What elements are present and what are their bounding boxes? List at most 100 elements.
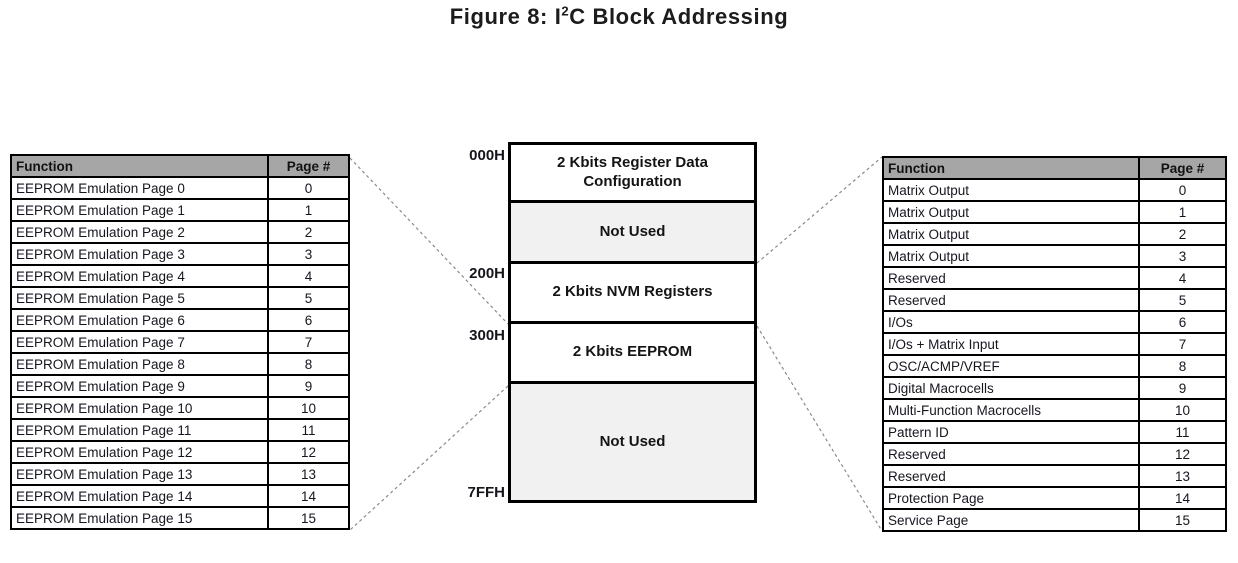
function-cell: EEPROM Emulation Page 13 — [10, 462, 269, 486]
function-cell: Matrix Output — [882, 200, 1140, 224]
page-number-column-header: Page # — [267, 154, 350, 178]
function-cell: Reserved — [882, 442, 1140, 466]
memory-block-nvm-registers: 2 Kbits NVM Registers — [511, 264, 754, 324]
function-cell: Pattern ID — [882, 420, 1140, 444]
table-header-row: Function Page # — [882, 156, 1227, 180]
page-number-cell: 2 — [267, 220, 350, 244]
function-column-header: Function — [882, 156, 1140, 180]
page-number-cell: 1 — [1138, 200, 1227, 224]
function-cell: EEPROM Emulation Page 9 — [10, 374, 269, 398]
page-number-cell: 7 — [1138, 332, 1227, 356]
memory-block-not-used-lower: Not Used — [511, 384, 754, 500]
page-number-cell: 15 — [267, 506, 350, 530]
page-number-cell: 10 — [1138, 398, 1227, 422]
memory-block-label: Not Used — [599, 222, 666, 240]
page-number-cell: 13 — [1138, 464, 1227, 488]
page-number-cell: 4 — [1138, 266, 1227, 290]
function-cell: Digital Macrocells — [882, 376, 1140, 400]
function-cell: EEPROM Emulation Page 8 — [10, 352, 269, 376]
page-number-cell: 8 — [1138, 354, 1227, 378]
function-cell: Reserved — [882, 288, 1140, 312]
figure-title-prefix: Figure 8: I — [449, 4, 562, 29]
page-number-cell: 12 — [267, 440, 350, 464]
page-number-cell: 10 — [267, 396, 350, 420]
page-number-cell: 8 — [267, 352, 350, 376]
page-number-cell: 2 — [1138, 222, 1227, 246]
page-number-cell: 15 — [1138, 508, 1227, 532]
page-number-cell: 6 — [1138, 310, 1227, 334]
function-cell: Multi-Function Macrocells — [882, 398, 1140, 422]
function-column-header: Function — [10, 154, 269, 178]
page-number-cell: 9 — [1138, 376, 1227, 400]
address-label-000h: 000H — [469, 147, 505, 164]
memory-block-eeprom: 2 Kbits EEPROM — [511, 324, 754, 384]
page-number-cell: 12 — [1138, 442, 1227, 466]
function-cell: EEPROM Emulation Page 0 — [10, 176, 269, 200]
memory-map: 2 Kbits Register Data Configuration Not … — [508, 142, 757, 503]
page-number-cell: 0 — [267, 176, 350, 200]
page-number-cell: 11 — [1138, 420, 1227, 444]
figure-title-suffix: C Block Addressing — [569, 4, 789, 29]
memory-block-label: 2 Kbits Register Data Configuration — [557, 153, 708, 190]
superscript-2: 2 — [561, 3, 570, 19]
function-cell: EEPROM Emulation Page 5 — [10, 286, 269, 310]
figure-title: Figure 8: I2C Block Addressing — [0, 4, 1238, 30]
memory-block-not-used-upper: Not Used — [511, 203, 754, 264]
function-cell: EEPROM Emulation Page 12 — [10, 440, 269, 464]
page-number-cell: 4 — [267, 264, 350, 288]
function-cell: EEPROM Emulation Page 7 — [10, 330, 269, 354]
memory-block-label: 2 Kbits EEPROM — [572, 343, 693, 361]
function-cell: EEPROM Emulation Page 3 — [10, 242, 269, 266]
connector-line-right-top — [756, 156, 883, 264]
function-cell: Protection Page — [882, 486, 1140, 510]
function-cell: I/Os — [882, 310, 1140, 334]
page-number-cell: 5 — [267, 286, 350, 310]
connector-line-left-bottom — [349, 385, 509, 531]
memory-block-register-data-configuration: 2 Kbits Register Data Configuration — [511, 145, 754, 203]
function-cell: EEPROM Emulation Page 10 — [10, 396, 269, 420]
address-label-200h: 200H — [469, 265, 505, 282]
page-number-cell: 3 — [267, 242, 350, 266]
page-number-cell: 11 — [267, 418, 350, 442]
function-cell: EEPROM Emulation Page 1 — [10, 198, 269, 222]
page-number-cell: 5 — [1138, 288, 1227, 312]
function-cell: Reserved — [882, 266, 1140, 290]
table-header-row: Function Page # — [10, 154, 350, 178]
page-number-cell: 6 — [267, 308, 350, 332]
page-number-cell: 3 — [1138, 244, 1227, 268]
function-cell: I/Os + Matrix Input — [882, 332, 1140, 356]
function-cell: OSC/ACMP/VREF — [882, 354, 1140, 378]
function-cell: EEPROM Emulation Page 14 — [10, 484, 269, 508]
memory-block-label: Not Used — [599, 432, 666, 450]
connector-line-right-bottom — [756, 325, 883, 532]
function-cell: EEPROM Emulation Page 2 — [10, 220, 269, 244]
function-cell: Matrix Output — [882, 244, 1140, 268]
